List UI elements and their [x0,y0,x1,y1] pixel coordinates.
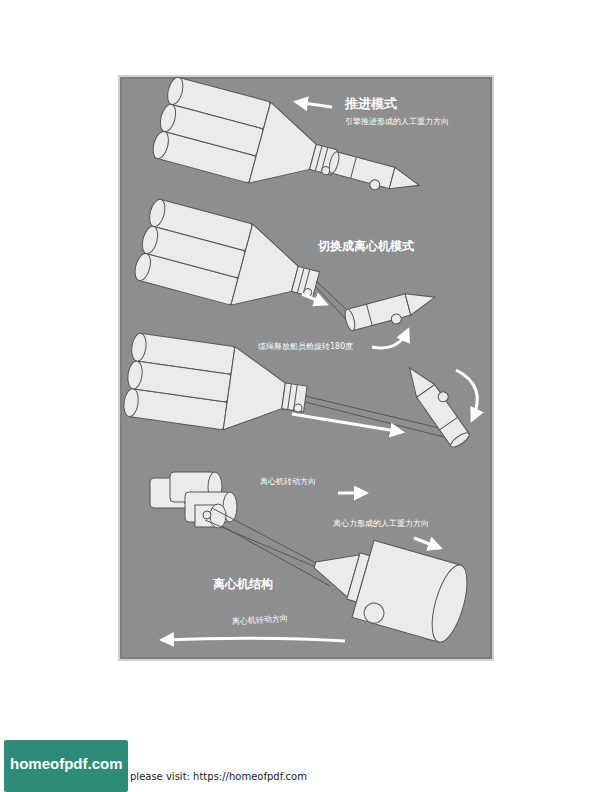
spacecraft-part [414,538,440,548]
spacecraft-part [150,472,237,528]
spacecraft-part [362,601,387,626]
spacecraft-part [205,520,318,568]
mode-heading: 推进模式 [345,96,397,112]
spacecraft-part [304,527,474,646]
spacecraft-part [210,504,226,528]
spacecraft-part [401,359,476,450]
spacecraft-part [162,638,345,641]
mode-heading: 切换成离心机模式 [318,239,414,253]
step-note: 缆绳释放船员舱旋转180度 [258,342,353,352]
spacecraft-part [150,76,430,226]
spacecraft-part [292,414,402,432]
spacecraft-part [372,330,408,348]
direction-note: 离心机转动方向 [260,477,316,487]
spacecraft-part [338,492,366,495]
direction-note: 引擎推进形成的人工重力方向 [345,117,449,127]
spacecraft-part [302,294,326,304]
spacecraft-part [132,198,327,325]
spacecraft-part [316,281,350,313]
spacecraft-part [343,287,439,337]
direction-note: 离心力形成的人工重力方向 [333,519,429,529]
spacecraft-part [132,198,327,325]
watermark-text: please visit: https://homeofpdf.com [130,771,307,783]
spacecraft-part [296,102,332,107]
spacecraft-part [212,508,316,563]
direction-note: 离心机转动方向 [232,614,288,627]
spacecraft-part [326,151,422,201]
watermark-logo: homeofpdf.com [10,755,123,773]
spacecraft-part [456,370,477,420]
spacecraft-part [203,511,211,519]
spacecraft-part [326,151,422,201]
spacecraft-part [4,740,128,792]
spacecraft-part [119,76,493,660]
spacecraft-part [150,76,345,203]
structure-heading: 离心机结构 [213,577,273,591]
spacecraft-part [401,359,476,450]
spacecraft-part [343,287,439,337]
spacecraft-part [425,561,474,646]
